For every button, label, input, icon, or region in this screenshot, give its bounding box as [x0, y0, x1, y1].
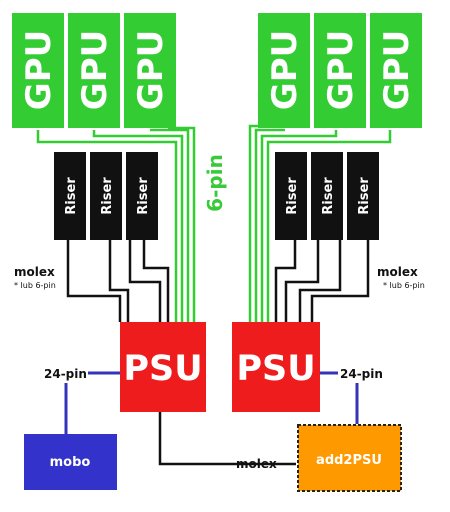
- riser-card-body: [90, 152, 122, 240]
- riser-label: Riser: [100, 177, 115, 215]
- riser-card-body: [126, 152, 158, 240]
- gpu-card-body: [258, 13, 310, 128]
- six-pin-cable: [150, 128, 190, 322]
- molex-cables-left: [66, 240, 170, 322]
- riser-group-left: Riser Riser Riser: [54, 152, 158, 240]
- mobo-box-body: [24, 434, 117, 490]
- riser-card-body: [347, 152, 379, 240]
- molex-cable: [108, 240, 130, 322]
- molex-cable: [128, 240, 162, 322]
- riser-card-body: [311, 152, 343, 240]
- add2psu-label: add2PSU: [316, 453, 382, 468]
- riser-card: Riser: [90, 152, 122, 240]
- molex-label-bottom: molex: [236, 457, 277, 471]
- riser-group-right: Riser Riser Riser: [275, 152, 379, 240]
- riser-label: Riser: [285, 177, 300, 215]
- molex-label-left: molex: [14, 265, 55, 279]
- pin24-label-left: 24-pin: [44, 367, 87, 381]
- riser-card: Riser: [311, 152, 343, 240]
- gpu-card-body: [314, 13, 366, 128]
- riser-card: Riser: [126, 152, 158, 240]
- riser-label: Riser: [136, 177, 151, 215]
- psu-body: [120, 322, 206, 412]
- psu-label: PSU: [236, 349, 315, 389]
- riser-card: Riser: [275, 152, 307, 240]
- six-pin-cable: [266, 130, 392, 322]
- molex-sublabel-left: * lub 6-pin: [14, 281, 56, 290]
- molex-cable: [310, 240, 370, 322]
- six-pin-cable: [254, 128, 285, 322]
- gpu-card-body: [68, 13, 120, 128]
- gpu-card-body: [12, 13, 64, 128]
- molex-cable-bottom: [158, 412, 296, 466]
- riser-card-body: [275, 152, 307, 240]
- psu-right: PSU: [232, 322, 320, 412]
- gpu-card-body: [370, 13, 422, 128]
- riser-label: Riser: [321, 177, 336, 215]
- riser-card-body: [54, 152, 86, 240]
- riser-card: Riser: [347, 152, 379, 240]
- gpu-label: GPU: [75, 30, 115, 110]
- gpu-card: GPU: [12, 13, 64, 128]
- psu-left: PSU: [120, 322, 206, 412]
- gpu-card: GPU: [258, 13, 310, 128]
- gpu-card: GPU: [68, 13, 120, 128]
- six-pin-cables-left: [36, 126, 196, 322]
- riser-label: Riser: [357, 177, 372, 215]
- six-pin-cable: [168, 126, 196, 322]
- add2psu-box-body: [297, 424, 402, 492]
- gpu-label: GPU: [265, 30, 305, 110]
- molex-cables-right: [274, 240, 370, 322]
- gpu-label: GPU: [377, 30, 417, 110]
- six-pin-cable: [36, 130, 178, 322]
- gpu-group-left: GPU GPU GPU: [12, 13, 176, 128]
- six-pin-label: 6-pin: [203, 154, 227, 212]
- molex-cable: [274, 240, 297, 322]
- pin24-label-right: 24-pin: [340, 367, 383, 381]
- riser-card: Riser: [54, 152, 86, 240]
- gpu-card: GPU: [314, 13, 366, 128]
- mobo-box: mobo: [24, 434, 117, 490]
- molex-cable: [298, 240, 342, 322]
- molex-cable: [284, 240, 320, 322]
- psu-label: PSU: [123, 349, 202, 389]
- six-pin-cable: [260, 130, 338, 322]
- gpu-label: GPU: [19, 30, 59, 110]
- gpu-card: GPU: [370, 13, 422, 128]
- riser-label: Riser: [64, 177, 79, 215]
- gpu-group-right: GPU GPU GPU: [258, 13, 422, 128]
- add2psu-box: add2PSU: [297, 424, 402, 492]
- gpu-label: GPU: [131, 30, 171, 110]
- gpu-card-body: [124, 13, 176, 128]
- molex-cable: [142, 240, 170, 322]
- molex-cable: [66, 240, 122, 322]
- molex-label-right: molex: [377, 265, 418, 279]
- six-pin-cable: [92, 130, 184, 322]
- psu-body: [232, 322, 320, 412]
- mobo-label: mobo: [50, 455, 91, 470]
- gpu-card: GPU: [124, 13, 176, 128]
- molex-sublabel-right: * lub 6-pin: [383, 281, 425, 290]
- gpu-label: GPU: [321, 30, 361, 110]
